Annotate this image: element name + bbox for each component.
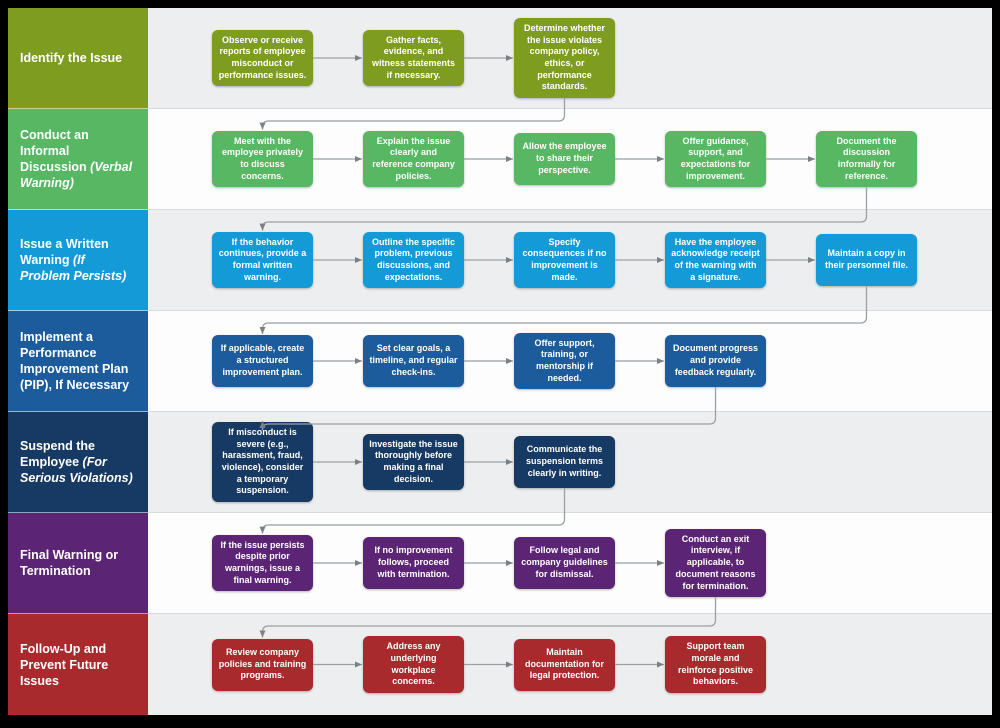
lane-title-italic: (If Problem Persists) xyxy=(20,253,127,283)
lane-content: Observe or receive reports of employee m… xyxy=(148,8,992,109)
lane-title: Implement a Performance Improvement Plan… xyxy=(20,329,138,393)
process-step[interactable]: If no improvement follows, proceed with … xyxy=(363,537,464,589)
lane-title-main: Final Warning or Termination xyxy=(20,548,119,578)
lane-title-italic: (For Serious Violations) xyxy=(20,455,133,485)
process-step[interactable]: Review company policies and training pro… xyxy=(212,638,313,691)
lane-content: Meet with the employee privately to disc… xyxy=(148,109,992,210)
lane-content: If the behavior continues, provide a for… xyxy=(148,210,992,311)
lane-title-main: Suspend the Employee xyxy=(20,439,96,469)
lane-title-main: Implement a Performance Improvement Plan… xyxy=(20,330,130,392)
swimlane: Suspend the Employee (For Serious Violat… xyxy=(8,412,992,513)
swimlane: Follow-Up and Prevent Future Issues Revie… xyxy=(8,614,992,715)
lanes-container: Identify the Issue Observe or receive rep… xyxy=(8,8,992,715)
process-step[interactable]: Outline the specific problem, previous d… xyxy=(363,231,464,289)
lane-label: Conduct an Informal Discussion (Verbal W… xyxy=(8,109,148,210)
process-step[interactable]: Document the discussion informally for r… xyxy=(816,130,917,188)
lane-title-main: Conduct an Informal Discussion xyxy=(20,128,89,174)
lane-title: Issue a Written Warning (If Problem Pers… xyxy=(20,236,138,284)
process-step[interactable]: Allow the employee to share their perspe… xyxy=(514,133,615,185)
process-step[interactable]: Support team morale and reinforce positi… xyxy=(665,636,766,693)
process-step[interactable]: Have the employee acknowledge receipt of… xyxy=(665,231,766,289)
lane-title: Identify the Issue xyxy=(20,50,122,66)
swimlane: Identify the Issue Observe or receive rep… xyxy=(8,8,992,109)
lane-title: Final Warning or Termination xyxy=(20,547,138,579)
process-step[interactable]: If the behavior continues, provide a for… xyxy=(212,231,313,289)
lane-label: Issue a Written Warning (If Problem Pers… xyxy=(8,210,148,311)
lane-content: If applicable, create a structured impro… xyxy=(148,311,992,412)
process-step[interactable]: Determine whether the issue violates com… xyxy=(514,17,615,99)
process-step[interactable]: Meet with the employee privately to disc… xyxy=(212,130,313,188)
lane-title: Suspend the Employee (For Serious Violat… xyxy=(20,438,138,486)
lane-title-main: Identify the Issue xyxy=(20,51,123,65)
swimlane: Conduct an Informal Discussion (Verbal W… xyxy=(8,109,992,210)
process-step[interactable]: Explain the issue clearly and reference … xyxy=(363,130,464,188)
process-step[interactable]: If the issue persists despite prior warn… xyxy=(212,534,313,592)
process-step[interactable]: Address any underlying workplace concern… xyxy=(363,636,464,693)
lane-content: Review company policies and training pro… xyxy=(148,614,992,715)
process-step[interactable]: Document progress and provide feedback r… xyxy=(665,335,766,387)
process-step[interactable]: If applicable, create a structured impro… xyxy=(212,335,313,387)
lane-label: Suspend the Employee (For Serious Violat… xyxy=(8,412,148,513)
swimlane: Implement a Performance Improvement Plan… xyxy=(8,311,992,412)
lane-label: Implement a Performance Improvement Plan… xyxy=(8,311,148,412)
process-step[interactable]: Offer support, training, or mentorship i… xyxy=(514,332,615,390)
swimlane: Issue a Written Warning (If Problem Pers… xyxy=(8,210,992,311)
process-step[interactable]: Follow legal and company guidelines for … xyxy=(514,537,615,589)
lane-title: Conduct an Informal Discussion (Verbal W… xyxy=(20,127,138,191)
process-step[interactable]: Communicate the suspension terms clearly… xyxy=(514,436,615,488)
lane-title: Follow-Up and Prevent Future Issues xyxy=(20,641,138,689)
lane-label: Follow-Up and Prevent Future Issues xyxy=(8,614,148,715)
process-step[interactable]: Conduct an exit interview, if applicable… xyxy=(665,528,766,598)
lane-label: Identify the Issue xyxy=(8,8,148,109)
swimlane-flowchart: Identify the Issue Observe or receive rep… xyxy=(8,8,992,715)
process-step[interactable]: Offer guidance, support, and expectation… xyxy=(665,130,766,188)
lane-title-italic: (Verbal Warning) xyxy=(20,160,133,190)
process-step[interactable]: If misconduct is severe (e.g., harassmen… xyxy=(212,421,313,503)
lane-label: Final Warning or Termination xyxy=(8,513,148,614)
lane-title-main: Issue a Written Warning xyxy=(20,237,109,267)
process-step[interactable]: Observe or receive reports of employee m… xyxy=(212,29,313,87)
swimlane: Final Warning or Termination If the issue… xyxy=(8,513,992,614)
process-step[interactable]: Set clear goals, a timeline, and regular… xyxy=(363,335,464,387)
process-step[interactable]: Maintain documentation for legal protect… xyxy=(514,638,615,691)
process-step[interactable]: Investigate the issue thoroughly before … xyxy=(363,433,464,491)
process-step[interactable]: Gather facts, evidence, and witness stat… xyxy=(363,29,464,87)
lane-content: If the issue persists despite prior warn… xyxy=(148,513,992,614)
process-step[interactable]: Maintain a copy in their personnel file. xyxy=(816,234,917,286)
lane-content: If misconduct is severe (e.g., harassmen… xyxy=(148,412,992,513)
process-step[interactable]: Specify consequences if no improvement i… xyxy=(514,231,615,289)
lane-title-main: Follow-Up and Prevent Future Issues xyxy=(20,641,109,688)
